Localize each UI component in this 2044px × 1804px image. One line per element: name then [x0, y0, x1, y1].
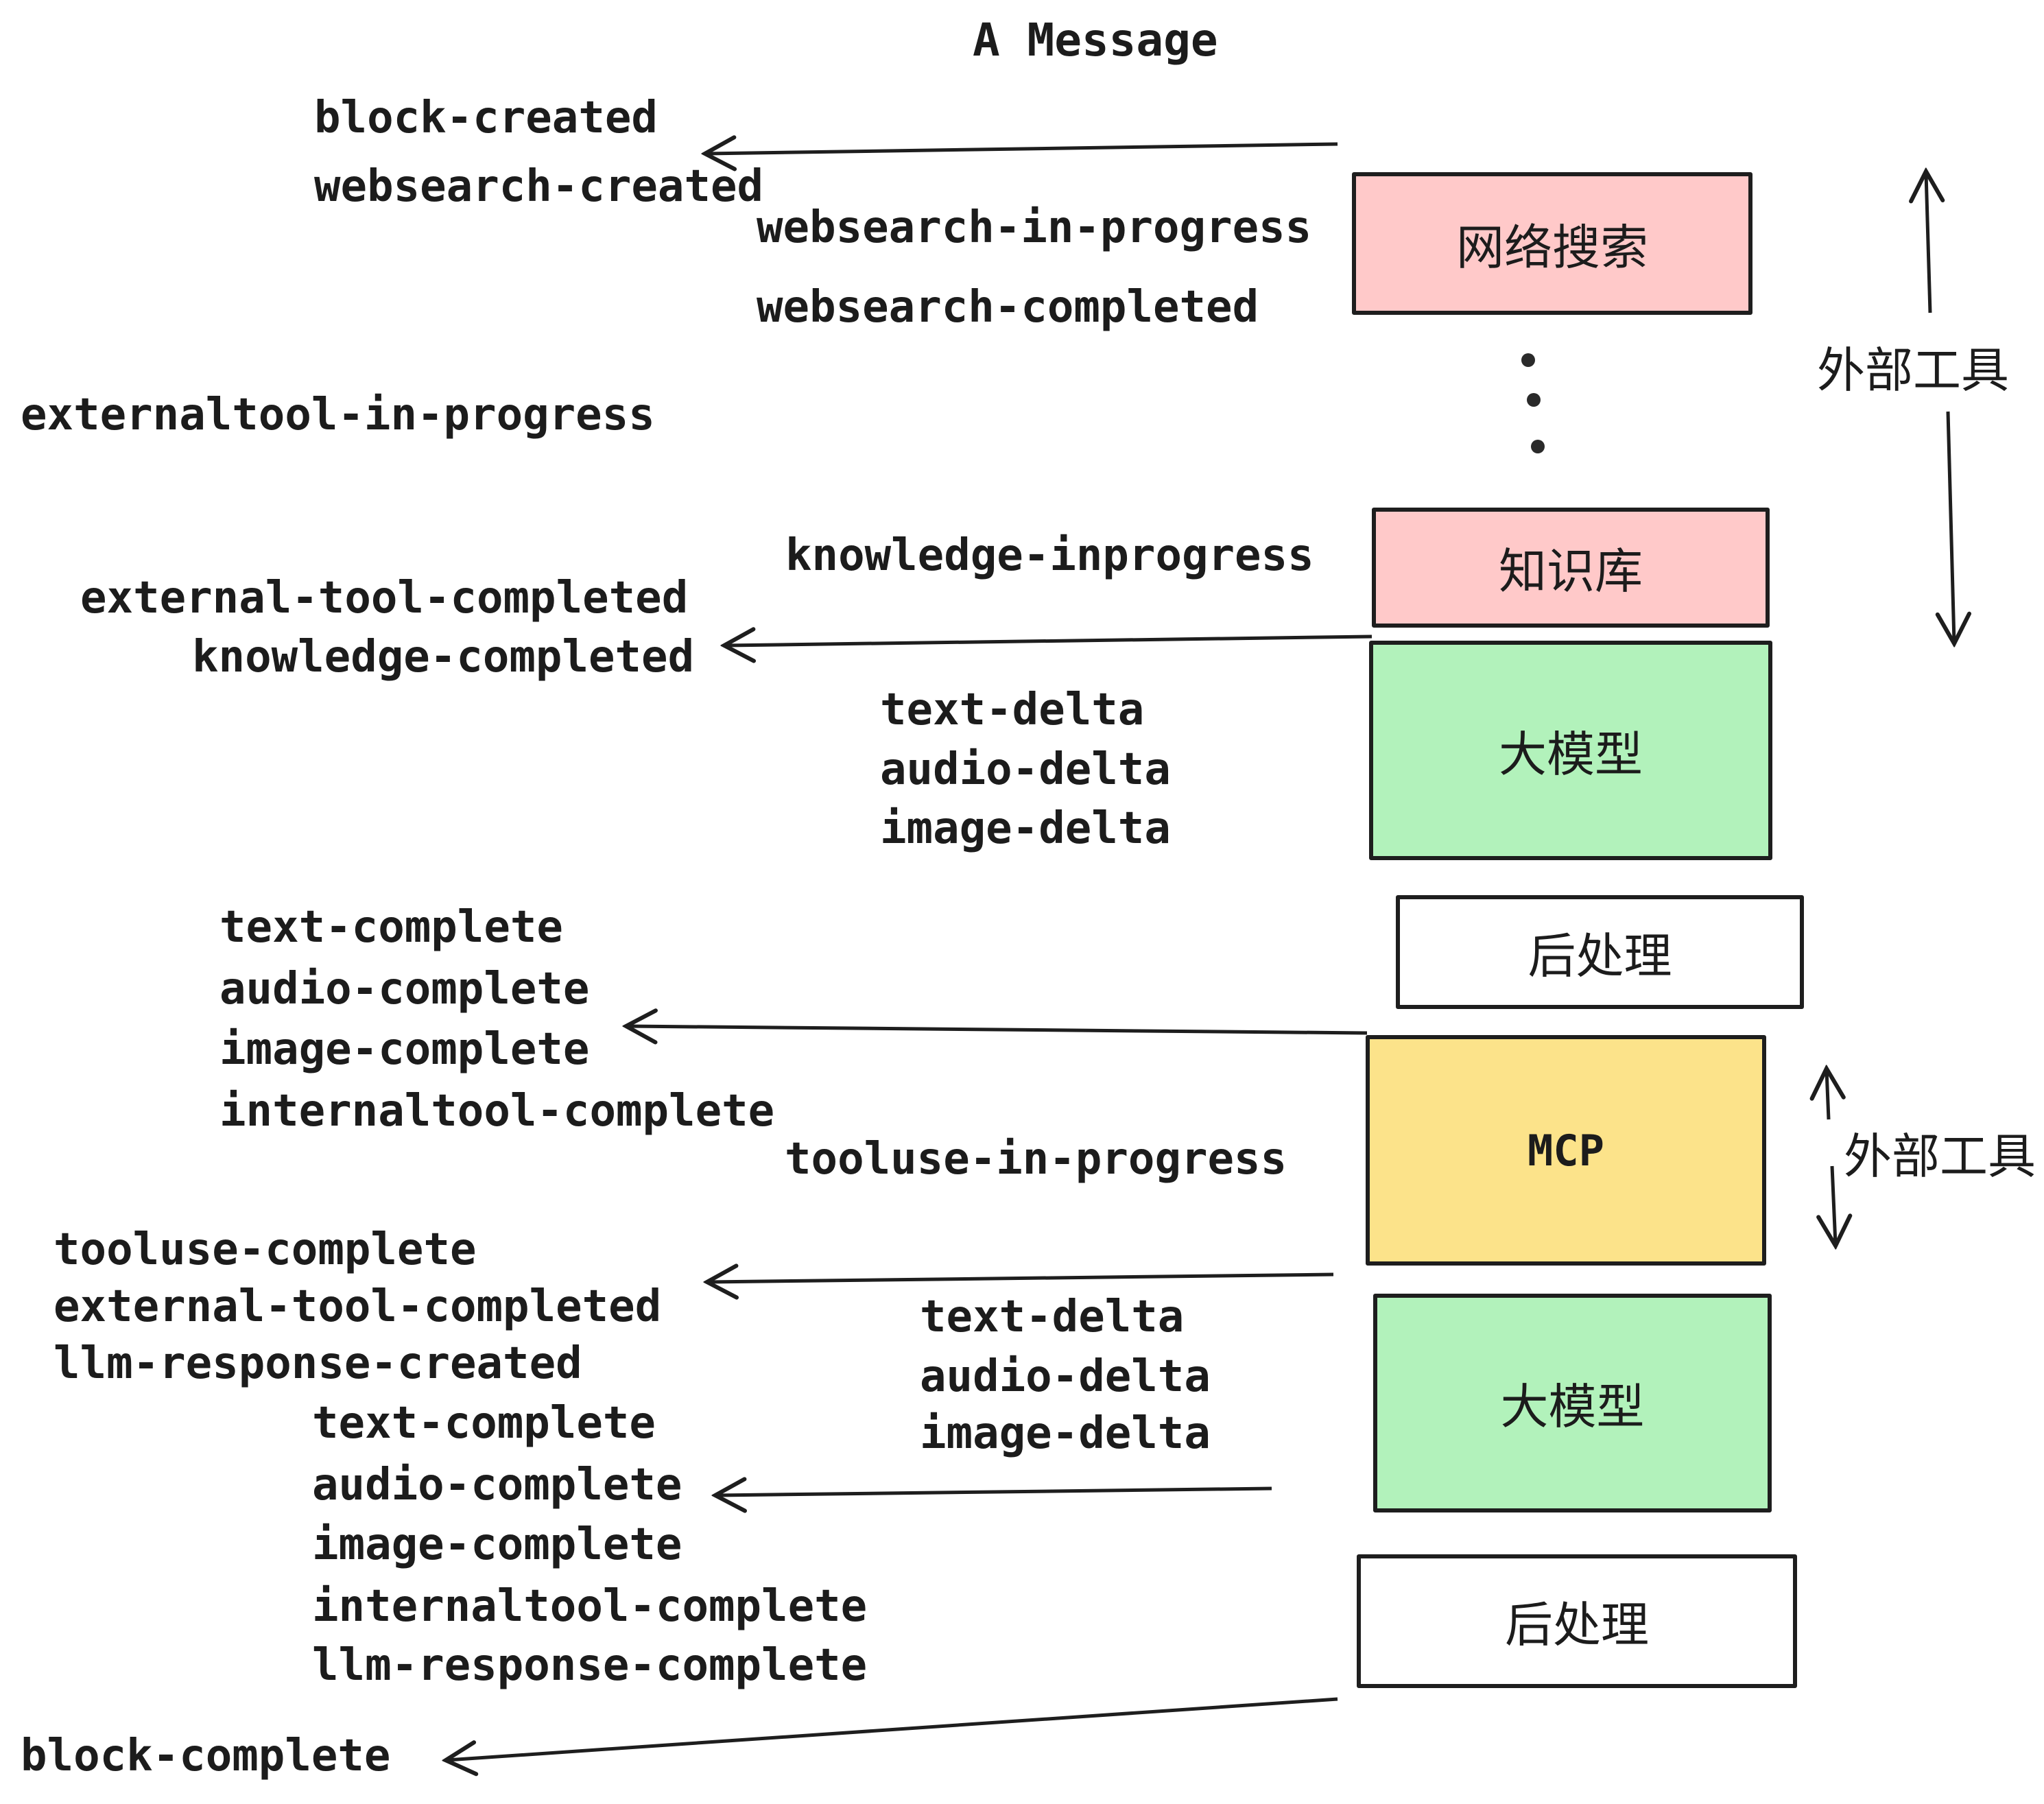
box-llm-2: 大模型: [1373, 1294, 1772, 1512]
box-websearch-label: 网络搜索: [1456, 220, 1648, 274]
box-knowledge-label: 知识库: [1499, 545, 1643, 598]
ellipsis-dot: [1527, 393, 1541, 407]
event-audio-delta-1: audio-delta: [880, 744, 1171, 795]
event-external-tool-completed-2: external-tool-completed: [54, 1281, 662, 1332]
event-audio-delta-2: audio-delta: [920, 1351, 1211, 1402]
event-block-created: block-created: [314, 93, 658, 143]
arrow-block-complete: [447, 1697, 1338, 1760]
event-audio-complete-1: audio-complete: [219, 964, 590, 1014]
event-block-complete: block-complete: [21, 1731, 391, 1781]
label-external-tools-top: 外部工具: [1817, 344, 2009, 397]
ellipsis-dot: [1521, 353, 1535, 367]
box-mcp: MCP: [1366, 1035, 1766, 1266]
event-externaltool-in-progress: externaltool-in-progress: [21, 390, 655, 440]
label-external-tools-mid: 外部工具: [1844, 1130, 2036, 1183]
event-internaltool-complete-2: internaltool-complete: [312, 1581, 868, 1632]
box-post-2: 后处理: [1357, 1554, 1797, 1688]
diagram-title: A Message: [973, 14, 1218, 67]
event-image-delta-2: image-delta: [920, 1408, 1211, 1459]
arrow-websearch-created: [706, 144, 1338, 154]
event-image-complete-2: image-complete: [312, 1519, 682, 1570]
box-llm-1-label: 大模型: [1499, 727, 1643, 781]
event-internaltool-complete-1: internaltool-complete: [219, 1086, 775, 1137]
event-text-complete-1: text-complete: [219, 902, 563, 953]
arrow-audio-complete: [717, 1488, 1272, 1495]
event-websearch-completed: websearch-completed: [757, 282, 1259, 333]
arrow-image-complete: [628, 1026, 1368, 1033]
double-arrow-external-tools-mid-down: [1832, 1165, 1835, 1244]
event-image-complete-1: image-complete: [219, 1024, 590, 1075]
event-text-complete-2: text-complete: [312, 1398, 656, 1449]
box-mcp-label: MCP: [1528, 1125, 1604, 1176]
box-post-1: 后处理: [1396, 895, 1804, 1009]
box-post-2-label: 后处理: [1505, 1598, 1649, 1652]
event-image-delta-1: image-delta: [880, 803, 1171, 854]
event-llm-response-complete: llm-response-complete: [312, 1640, 868, 1691]
event-websearch-in-progress: websearch-in-progress: [757, 202, 1312, 253]
double-arrow-external-tools-mid-up: [1827, 1070, 1829, 1120]
event-websearch-created: websearch-created: [314, 161, 764, 212]
box-post-1-label: 后处理: [1528, 929, 1672, 983]
event-text-delta-2: text-delta: [920, 1292, 1185, 1342]
ellipsis-dot: [1531, 440, 1545, 453]
event-external-tool-completed-1: external-tool-completed: [80, 573, 689, 624]
box-llm-2-label: 大模型: [1500, 1380, 1645, 1434]
event-tooluse-in-progress: tooluse-in-progress: [785, 1134, 1287, 1185]
arrow-tooluse-complete: [709, 1274, 1334, 1282]
box-knowledge: 知识库: [1372, 508, 1770, 628]
event-knowledge-completed: knowledge-completed: [192, 632, 695, 683]
event-llm-response-created: llm-response-created: [54, 1338, 582, 1389]
event-knowledge-inprogress: knowledge-inprogress: [785, 530, 1314, 581]
box-websearch: 网络搜索: [1352, 172, 1752, 315]
arrow-knowledge-completed: [726, 637, 1372, 645]
box-llm-1: 大模型: [1369, 641, 1772, 860]
double-arrow-external-tools-top-down: [1948, 411, 1954, 642]
double-arrow-external-tools-top-up: [1926, 173, 1930, 313]
event-text-delta-1: text-delta: [880, 685, 1145, 735]
event-audio-complete-2: audio-complete: [312, 1460, 682, 1510]
event-tooluse-complete: tooluse-complete: [54, 1224, 477, 1275]
